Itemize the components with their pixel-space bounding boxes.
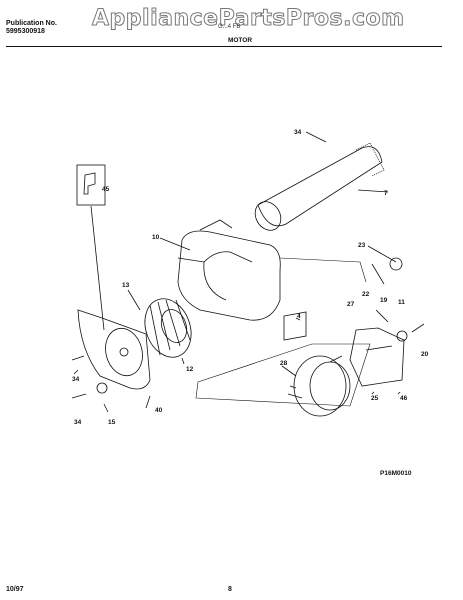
clip-detail-box [76, 164, 106, 331]
exhaust-duct [254, 142, 385, 231]
publication-label: Publication No. [6, 20, 57, 27]
publication-number: 5995300918 [6, 28, 45, 35]
blower-housing [177, 219, 281, 321]
footer-page-number: 8 [228, 586, 232, 593]
callout-7-duct: 7 [384, 190, 388, 197]
callout-27-washer: 27 [347, 301, 355, 308]
callout-15-part: 15 [108, 419, 116, 426]
callout-20-bolt: 20 [421, 351, 429, 358]
idler-parts [371, 257, 425, 342]
header-rule [6, 46, 442, 47]
callout-4-switch: 4 [297, 313, 301, 320]
callout-34-lower-screw: 34 [74, 419, 82, 426]
bulkhead-panel [77, 309, 151, 390]
callout-12-wheel: 12 [186, 366, 194, 373]
callout-45-clip: 45 [102, 186, 110, 193]
callout-25-mount: 25 [371, 395, 379, 402]
callout-34-left-screw: 34 [72, 376, 80, 383]
callout-40-bearing: 40 [155, 407, 163, 414]
callout-28-motor: 28 [280, 360, 288, 367]
model-number: G...4 FB [218, 24, 241, 30]
callout-13-bulkhead: 13 [122, 282, 130, 289]
diagram-code: P16M0010 [380, 470, 412, 477]
footer-date: 10/97 [6, 586, 24, 593]
callout-10-housing: 10 [152, 234, 160, 241]
callout-22-spring: 22 [362, 291, 370, 298]
callout-19-arm: 19 [380, 297, 388, 304]
callout-23-pulley: 23 [358, 242, 366, 249]
callout-46-clip: 46 [400, 395, 408, 402]
motor [287, 355, 351, 417]
switch-bracket [283, 311, 405, 387]
section-title: MOTOR [227, 37, 253, 44]
watermark: AppliancePartsPros.com [92, 6, 405, 32]
callout-34-duct-screw: 34 [294, 129, 302, 136]
callout-11-idler: 11 [398, 299, 405, 306]
blower-wheel [144, 298, 192, 358]
